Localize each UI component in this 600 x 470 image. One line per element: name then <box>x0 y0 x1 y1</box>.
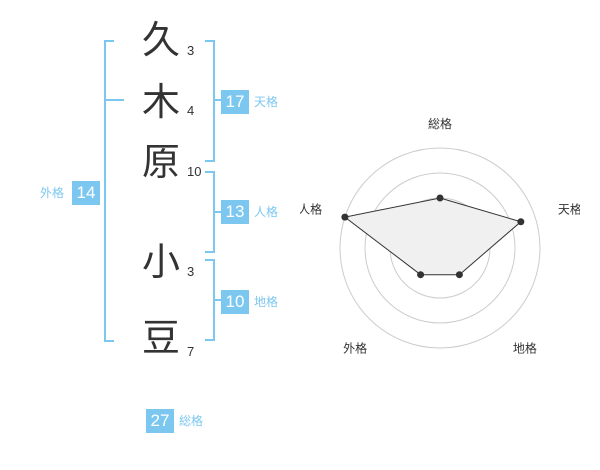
chikaku-badge: 10 <box>221 290 249 314</box>
kanji-given-2: 豆 <box>141 316 180 360</box>
radar-shape <box>341 194 525 279</box>
soukaku-label: 総格 <box>179 414 204 428</box>
tenkaku-badge: 17 <box>221 90 249 114</box>
radar-axis-label-2: 地格 <box>513 340 537 355</box>
gaikaku-badge: 14 <box>72 181 100 205</box>
tenkaku-bracket <box>205 40 215 162</box>
radar-axis-label-1: 天格 <box>558 202 580 217</box>
stroke-count-given-2: 7 <box>187 344 195 359</box>
stroke-count-surname-2: 4 <box>187 103 195 118</box>
tenkaku-label: 天格 <box>254 95 279 109</box>
chikaku-label: 地格 <box>254 295 279 309</box>
stroke-count-surname-3: 10 <box>187 164 202 179</box>
kanji-surname-3: 原 <box>141 140 180 184</box>
radar-axis-label-4: 人格 <box>300 202 322 217</box>
chikaku-bracket-tick <box>213 299 221 301</box>
stroke-count-surname-1: 3 <box>187 43 195 58</box>
radar-ring <box>339 147 541 349</box>
radar-point-0 <box>436 194 444 202</box>
radar-point-4 <box>341 213 349 221</box>
jinkaku-label: 人格 <box>254 205 279 219</box>
gaikaku-bracket-tick <box>106 99 124 101</box>
soukaku-badge: 27 <box>146 409 174 433</box>
radar-point-1 <box>517 218 525 226</box>
gaikaku-label: 外格 <box>40 186 65 200</box>
radar-axis-label-0: 総格 <box>428 116 452 131</box>
radar-point-2 <box>455 271 463 279</box>
stroke-count-given-1: 3 <box>187 264 195 279</box>
jinkaku-badge: 13 <box>221 200 249 224</box>
radar-point-3 <box>417 271 425 279</box>
gaikaku-bracket <box>104 40 114 342</box>
kanji-given-1: 小 <box>141 240 180 284</box>
kanji-surname-2: 木 <box>141 80 180 124</box>
radar-ring <box>364 172 516 324</box>
kanji-surname-1: 久 <box>141 18 180 62</box>
tenkaku-bracket-tick <box>213 99 221 101</box>
jinkaku-bracket-tick <box>213 211 221 213</box>
radar-polygon <box>343 197 522 276</box>
radar-axis-label-3: 外格 <box>343 340 367 355</box>
